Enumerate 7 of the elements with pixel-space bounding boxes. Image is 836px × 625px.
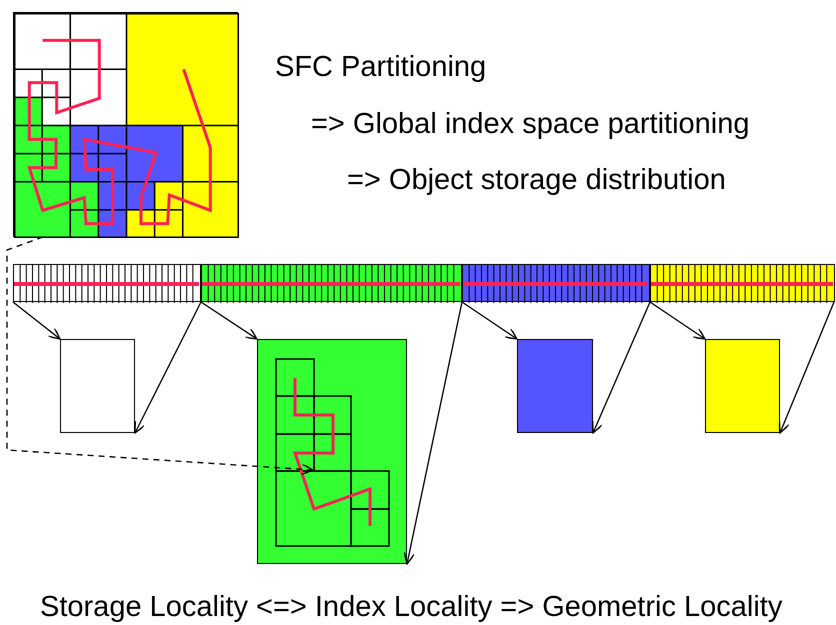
heading-text: => Global index space partitioning [311, 107, 750, 142]
heading-text: => Object storage distribution [347, 163, 726, 198]
storage-block [517, 339, 593, 433]
storage-block [60, 339, 135, 433]
storage-block [705, 339, 780, 433]
heading-text: SFC Partitioning [275, 50, 486, 85]
caption-text: Storage Locality <=> Index Locality => Geometric Locality [40, 590, 782, 625]
